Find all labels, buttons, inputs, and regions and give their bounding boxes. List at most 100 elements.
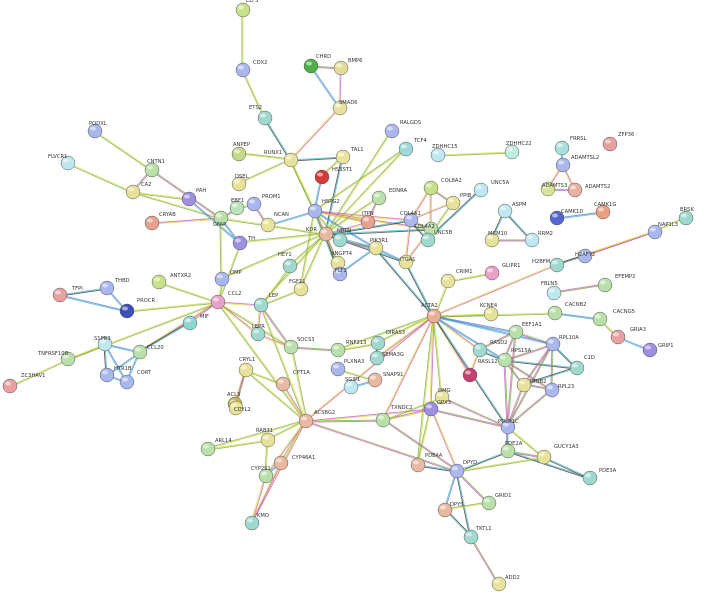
node-circle[interactable] bbox=[610, 329, 626, 345]
node-ncan[interactable]: NCAN bbox=[260, 212, 289, 233]
node-circle[interactable] bbox=[483, 306, 499, 322]
node-circle[interactable] bbox=[484, 265, 500, 281]
node-crim1[interactable]: CRIM1 bbox=[440, 269, 473, 289]
node-circle[interactable] bbox=[410, 457, 426, 473]
node-frrsl[interactable]: FRRSL bbox=[554, 136, 586, 156]
node-hey1[interactable]: HEY1 bbox=[278, 252, 298, 274]
node-adamts2[interactable]: ADAMTS2 bbox=[567, 182, 610, 198]
node-adamts3[interactable]: ADAMTS3 bbox=[540, 181, 567, 197]
node-circle[interactable] bbox=[554, 140, 570, 156]
node-lep[interactable]: LEP bbox=[253, 293, 278, 313]
node-gucy1a3[interactable]: GUCY1A3 bbox=[536, 444, 579, 465]
node-circle[interactable] bbox=[235, 62, 251, 78]
node-circle[interactable] bbox=[472, 342, 488, 358]
node-circle[interactable] bbox=[260, 432, 276, 448]
node-circle[interactable] bbox=[232, 235, 248, 251]
node-itpn[interactable]: ITPN bbox=[360, 211, 376, 230]
node-circle[interactable] bbox=[132, 344, 148, 360]
node-prom1[interactable]: PROM1 bbox=[246, 194, 281, 212]
node-circle[interactable] bbox=[423, 180, 439, 196]
node-procr[interactable]: PROCR bbox=[119, 298, 155, 319]
node-circle[interactable] bbox=[52, 287, 68, 303]
node-circle[interactable] bbox=[335, 149, 351, 165]
node-circle[interactable] bbox=[238, 362, 254, 378]
node-rps15a[interactable]: RPS15A bbox=[497, 348, 532, 368]
node-circle[interactable] bbox=[473, 182, 489, 198]
node-circle[interactable] bbox=[398, 141, 414, 157]
node-circle[interactable] bbox=[151, 274, 167, 290]
node-camk1d[interactable]: CAMK1D bbox=[549, 209, 583, 226]
node-gria3[interactable]: GRIA3 bbox=[610, 327, 646, 345]
node-th[interactable]: TH bbox=[232, 235, 255, 251]
node-circle[interactable] bbox=[2, 378, 18, 394]
node-txndc2[interactable]: TXNDC2 bbox=[375, 405, 413, 428]
node-circle[interactable] bbox=[144, 215, 160, 231]
node-circle[interactable] bbox=[384, 123, 400, 139]
node-circle[interactable] bbox=[367, 372, 383, 388]
node-itga1[interactable]: ITGA1 bbox=[398, 254, 416, 270]
node-arl14[interactable]: ARL14 bbox=[200, 438, 232, 457]
node-pde2a[interactable]: PDE2A bbox=[500, 441, 523, 459]
node-col4a1[interactable]: COL4A1 bbox=[400, 211, 421, 228]
node-nap1l3[interactable]: NAP1L3 bbox=[647, 222, 678, 240]
node-rab31[interactable]: RAB31 bbox=[256, 428, 276, 448]
node-glipr1[interactable]: GLIPR1 bbox=[484, 263, 520, 281]
node-h2afy2[interactable]: H2AFY2 bbox=[575, 248, 595, 264]
node-efemp2[interactable]: EFEMP2 bbox=[597, 274, 635, 293]
node-circle[interactable] bbox=[592, 311, 608, 327]
node-circle[interactable] bbox=[491, 576, 507, 592]
node-sema3g[interactable]: SEMA3G bbox=[369, 350, 404, 366]
node-flvcr1[interactable]: FLVCR1 bbox=[48, 154, 76, 171]
node-htr1b[interactable]: HTR1B bbox=[99, 366, 132, 383]
node-circle[interactable] bbox=[546, 285, 562, 301]
node-circle[interactable] bbox=[314, 169, 330, 185]
node-ralgds[interactable]: RALGDS bbox=[384, 120, 421, 139]
node-circle[interactable] bbox=[569, 360, 585, 376]
node-nrtn[interactable]: NRTN bbox=[332, 228, 351, 248]
node-lepr[interactable]: LEPR bbox=[250, 324, 265, 342]
node-circle[interactable] bbox=[445, 195, 461, 211]
node-circle[interactable] bbox=[524, 232, 540, 248]
node-circle[interactable] bbox=[330, 361, 346, 377]
node-acsbg2[interactable]: ACSBG2 bbox=[298, 410, 335, 429]
node-circle[interactable] bbox=[246, 196, 262, 212]
node-dsel[interactable]: DSEL bbox=[231, 174, 249, 192]
node-circle[interactable] bbox=[602, 136, 618, 152]
node-circle[interactable] bbox=[440, 273, 456, 289]
node-circle[interactable] bbox=[426, 308, 442, 324]
node-sgip1[interactable]: SGIP1 bbox=[343, 377, 360, 395]
node-rpl10a[interactable]: RPL10A bbox=[545, 335, 579, 352]
node-circle[interactable] bbox=[497, 352, 513, 368]
node-kcne4[interactable]: KCNE4 bbox=[480, 303, 499, 322]
node-angpt4[interactable]: ANGPT4 bbox=[330, 251, 353, 271]
node-plxna3[interactable]: PLXNA3 bbox=[330, 359, 364, 377]
node-circle[interactable] bbox=[235, 2, 251, 18]
node-unc5b[interactable]: UNC5B bbox=[420, 230, 453, 248]
node-circle[interactable] bbox=[597, 277, 613, 293]
node-circle[interactable] bbox=[430, 147, 446, 163]
node-ccl2[interactable]: CCL2 bbox=[210, 291, 241, 310]
node-brsk[interactable]: BRSK bbox=[678, 207, 694, 226]
node-circle[interactable] bbox=[125, 184, 141, 200]
node-cryab[interactable]: CRYAB bbox=[144, 212, 176, 231]
node-circle[interactable] bbox=[214, 271, 230, 287]
node-ednra[interactable]: EDNRA bbox=[371, 188, 408, 206]
node-ccl20[interactable]: CCL20 bbox=[132, 344, 164, 360]
node-rpl23[interactable]: RPL23 bbox=[544, 382, 574, 398]
node-ppib[interactable]: PPIB bbox=[445, 193, 472, 211]
node-circle[interactable] bbox=[332, 232, 348, 248]
node-circle[interactable] bbox=[275, 376, 291, 392]
node-bmp6[interactable]: BMP6 bbox=[333, 58, 362, 76]
node-circle[interactable] bbox=[283, 152, 299, 168]
node-polr1c[interactable]: POLR1C bbox=[498, 419, 519, 435]
node-camk1g[interactable]: CAMK1G bbox=[594, 202, 616, 220]
node-col8a2[interactable]: COL8A2 bbox=[423, 178, 462, 196]
node-circle[interactable] bbox=[253, 297, 269, 313]
node-circle[interactable] bbox=[257, 110, 273, 126]
node-circle[interactable] bbox=[536, 449, 552, 465]
node-omp[interactable]: OMP bbox=[214, 270, 242, 287]
node-circle[interactable] bbox=[375, 412, 391, 428]
node-circle[interactable] bbox=[567, 182, 583, 198]
node-trub2[interactable]: TRUB2 bbox=[516, 377, 546, 393]
node-circle[interactable] bbox=[200, 441, 216, 457]
